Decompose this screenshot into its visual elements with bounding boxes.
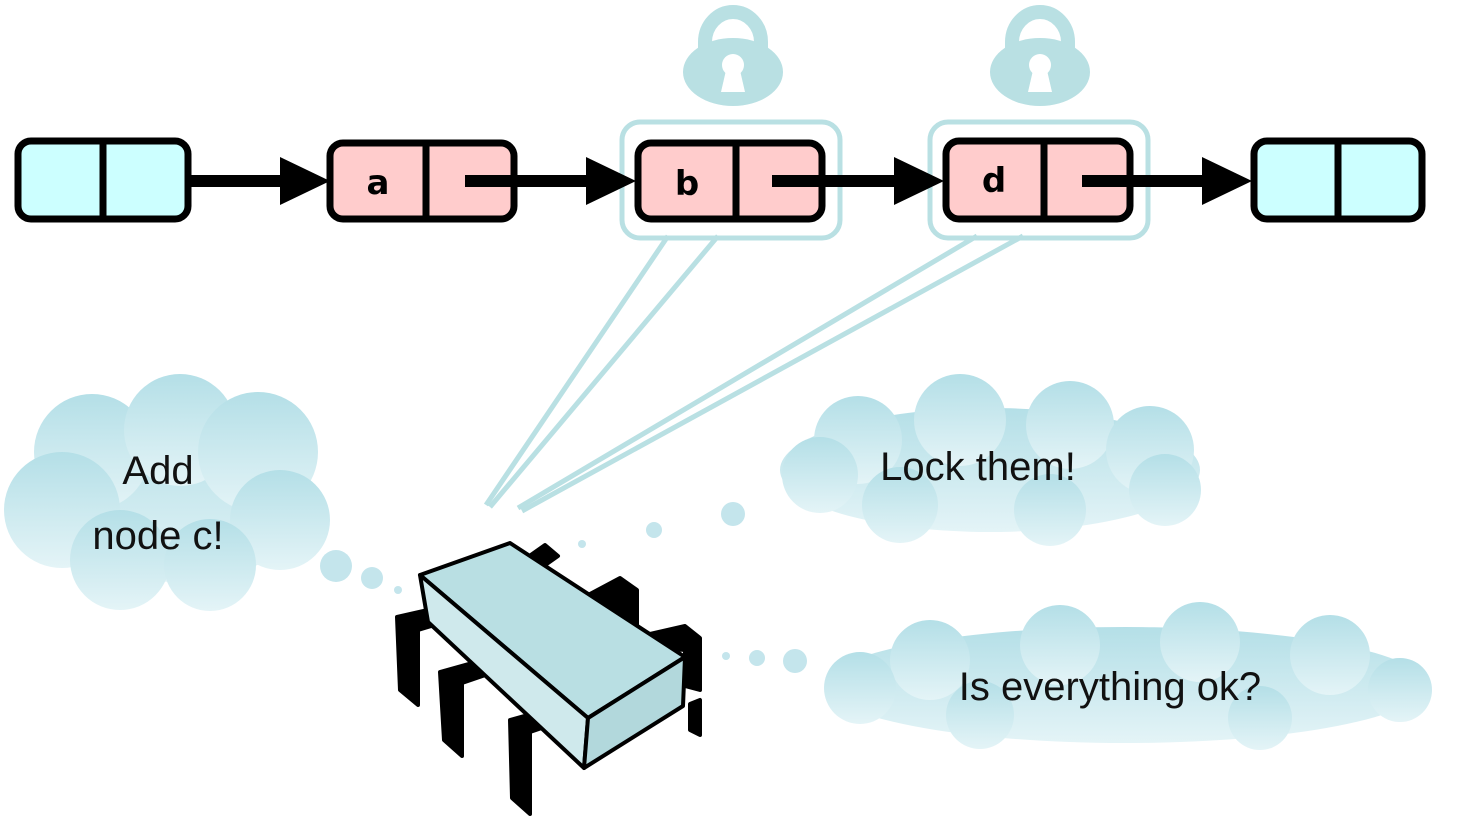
padlock-icon (990, 5, 1090, 106)
node-a: a (326, 139, 518, 223)
linked-list: a b d (14, 137, 1426, 223)
thought-bubbles (320, 502, 807, 673)
arrow-a-to-b (465, 157, 636, 205)
thought-cloud-check: Is everything ok? (824, 602, 1432, 750)
thought-text-add-line1: Add (122, 449, 193, 493)
arrow-head-to-a (188, 157, 330, 205)
node-b: b (634, 139, 826, 223)
padlock-icon (683, 5, 783, 106)
thought-text-lock: Lock them! (880, 445, 1076, 489)
thought-text-add-line2: node c! (92, 514, 223, 558)
thought-cloud-lock: Lock them! (780, 374, 1201, 546)
tail-sentinel-node (1250, 137, 1426, 223)
head-sentinel-node (14, 137, 192, 223)
thought-cloud-add: Add node c! (4, 374, 330, 611)
chip-right-side (582, 655, 687, 770)
processor-chip-icon (395, 541, 702, 816)
node-label-b: b (675, 164, 699, 204)
arrow-b-to-d (772, 157, 944, 205)
lock-highlights (483, 119, 1151, 514)
node-label-d: d (982, 161, 1006, 201)
arrow-d-to-tail (1082, 157, 1252, 205)
sight-lines (483, 233, 1025, 514)
thought-text-check: Is everything ok? (959, 665, 1261, 709)
node-label-a: a (367, 163, 390, 203)
